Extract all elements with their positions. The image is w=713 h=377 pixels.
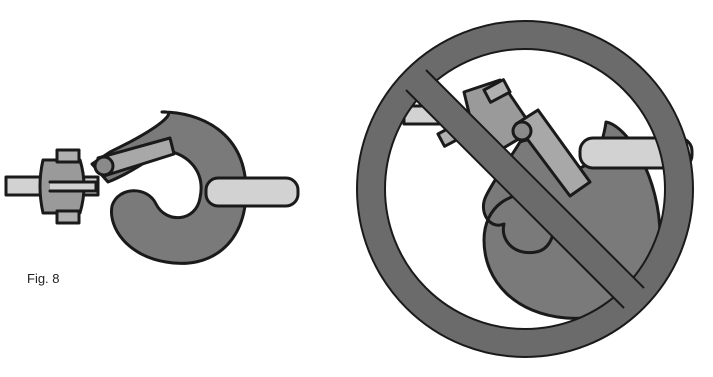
clevis-bolt-misused-top <box>482 78 512 104</box>
clevis-bolt-top <box>55 148 81 164</box>
prohibition-slash-outline-b <box>405 89 625 309</box>
prohibition-slash-outline-a <box>425 69 645 289</box>
prohibition-slash <box>406 70 644 308</box>
prohibition-ring <box>357 21 693 357</box>
prohibition-ring-outline-inner <box>384 48 666 330</box>
figure-caption: Fig. 8 <box>27 271 60 286</box>
safety-latch-icon-misused <box>514 108 592 198</box>
clevis-slot <box>48 180 98 193</box>
latch-pivot-icon-misused <box>511 120 533 142</box>
clevis-bolt-bottom <box>55 209 81 225</box>
latch-pivot-icon <box>93 155 115 177</box>
prohibition-sign-icon <box>356 20 694 358</box>
correct-hook-attachment <box>4 110 300 265</box>
prohibition-ring-outline-outer <box>356 20 694 358</box>
chain-rod-right <box>204 176 300 208</box>
